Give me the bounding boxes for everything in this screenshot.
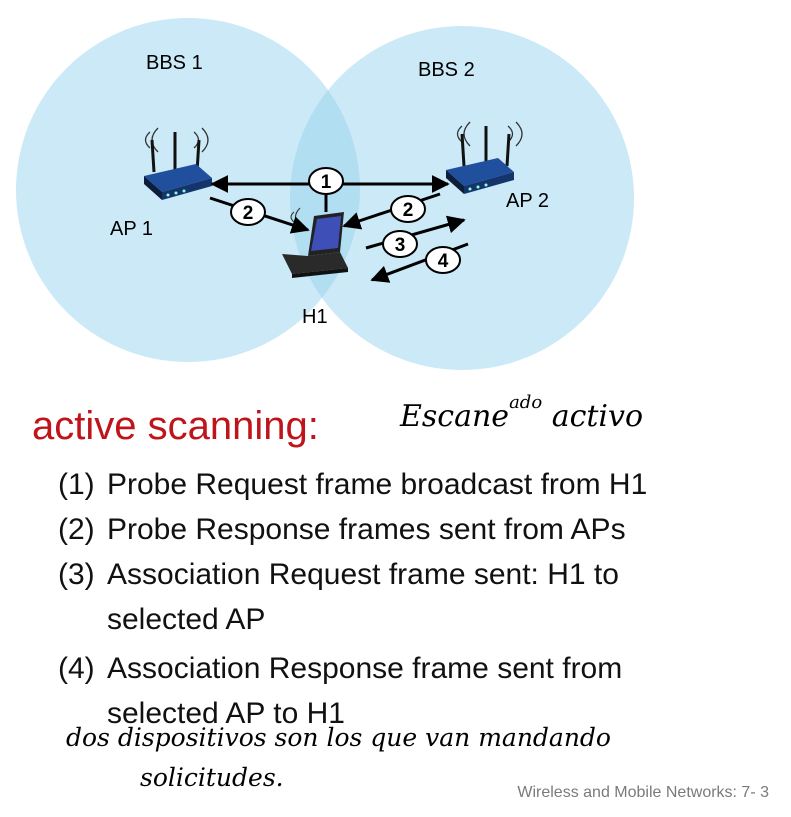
- handwritten-heading-b: activo: [542, 399, 644, 434]
- step-marker-1-label: 1: [321, 172, 332, 193]
- handwritten-heading-superscript: ado: [509, 392, 543, 413]
- h1-label: H1: [302, 306, 328, 328]
- step-marker-1: 1: [308, 167, 344, 195]
- active-scanning-diagram: 1 2 2 3 4: [16, 18, 634, 370]
- step-3-number: (3): [58, 558, 95, 591]
- handwritten-note-line-2: solicitudes.: [140, 763, 284, 792]
- step-4-number: (4): [58, 652, 95, 685]
- step-2-text: Probe Response frames sent from APs: [107, 513, 626, 546]
- handwritten-note-line-1: dos dispositivos son los que van mandand…: [66, 723, 611, 752]
- step-item-1: (1) Probe Request frame broadcast from H1: [58, 462, 647, 507]
- bbs1-label: BBS 1: [146, 52, 203, 74]
- step-3-continuation: selected AP: [107, 603, 266, 636]
- ap1-label: AP 1: [110, 218, 153, 240]
- ap1-router-icon: [144, 127, 212, 200]
- slide-footer: Wireless and Mobile Networks: 7- 3: [517, 784, 769, 801]
- step-marker-2-ap1-label: 2: [243, 203, 254, 224]
- bbs2-label: BBS 2: [418, 59, 475, 81]
- step-marker-4: 4: [425, 246, 461, 274]
- step-marker-2-ap2: 2: [390, 195, 426, 223]
- step-marker-2-ap2-label: 2: [403, 200, 414, 221]
- steps-list: (1) Probe Request frame broadcast from H1…: [58, 462, 647, 740]
- step-marker-2-ap1: 2: [230, 198, 266, 226]
- step-item-3: (3) Association Request frame sent: H1 to…: [58, 552, 647, 642]
- step-4-text: Association Response frame sent from: [107, 652, 623, 685]
- step-1-text: Probe Request frame broadcast from H1: [107, 468, 648, 501]
- step-4-continuation: selected AP to H1: [107, 697, 345, 730]
- handwritten-heading-annotation: Escaneado activo: [400, 392, 643, 434]
- step-marker-3-label: 3: [395, 235, 406, 256]
- step-1-number: (1): [58, 468, 95, 501]
- slide-heading: active scanning:: [32, 404, 319, 448]
- handwritten-heading-a: Escane: [400, 399, 510, 434]
- step-3-text: Association Request frame sent: H1 to: [107, 558, 619, 591]
- h1-laptop-icon: [282, 207, 348, 278]
- ap2-label: AP 2: [506, 190, 549, 212]
- handwritten-note: dos dispositivos son los que van mandand…: [66, 718, 611, 798]
- step-marker-4-label: 4: [438, 251, 449, 272]
- step-marker-3: 3: [382, 230, 418, 258]
- step-item-2: (2) Probe Response frames sent from APs: [58, 507, 647, 552]
- step-2-number: (2): [58, 513, 95, 546]
- bbs2-coverage: [290, 26, 634, 370]
- ap2-router-icon: [446, 121, 523, 194]
- step-item-4: (4) Association Response frame sent from s…: [58, 646, 647, 736]
- heading-row: active scanning: Escaneado activo: [32, 392, 643, 454]
